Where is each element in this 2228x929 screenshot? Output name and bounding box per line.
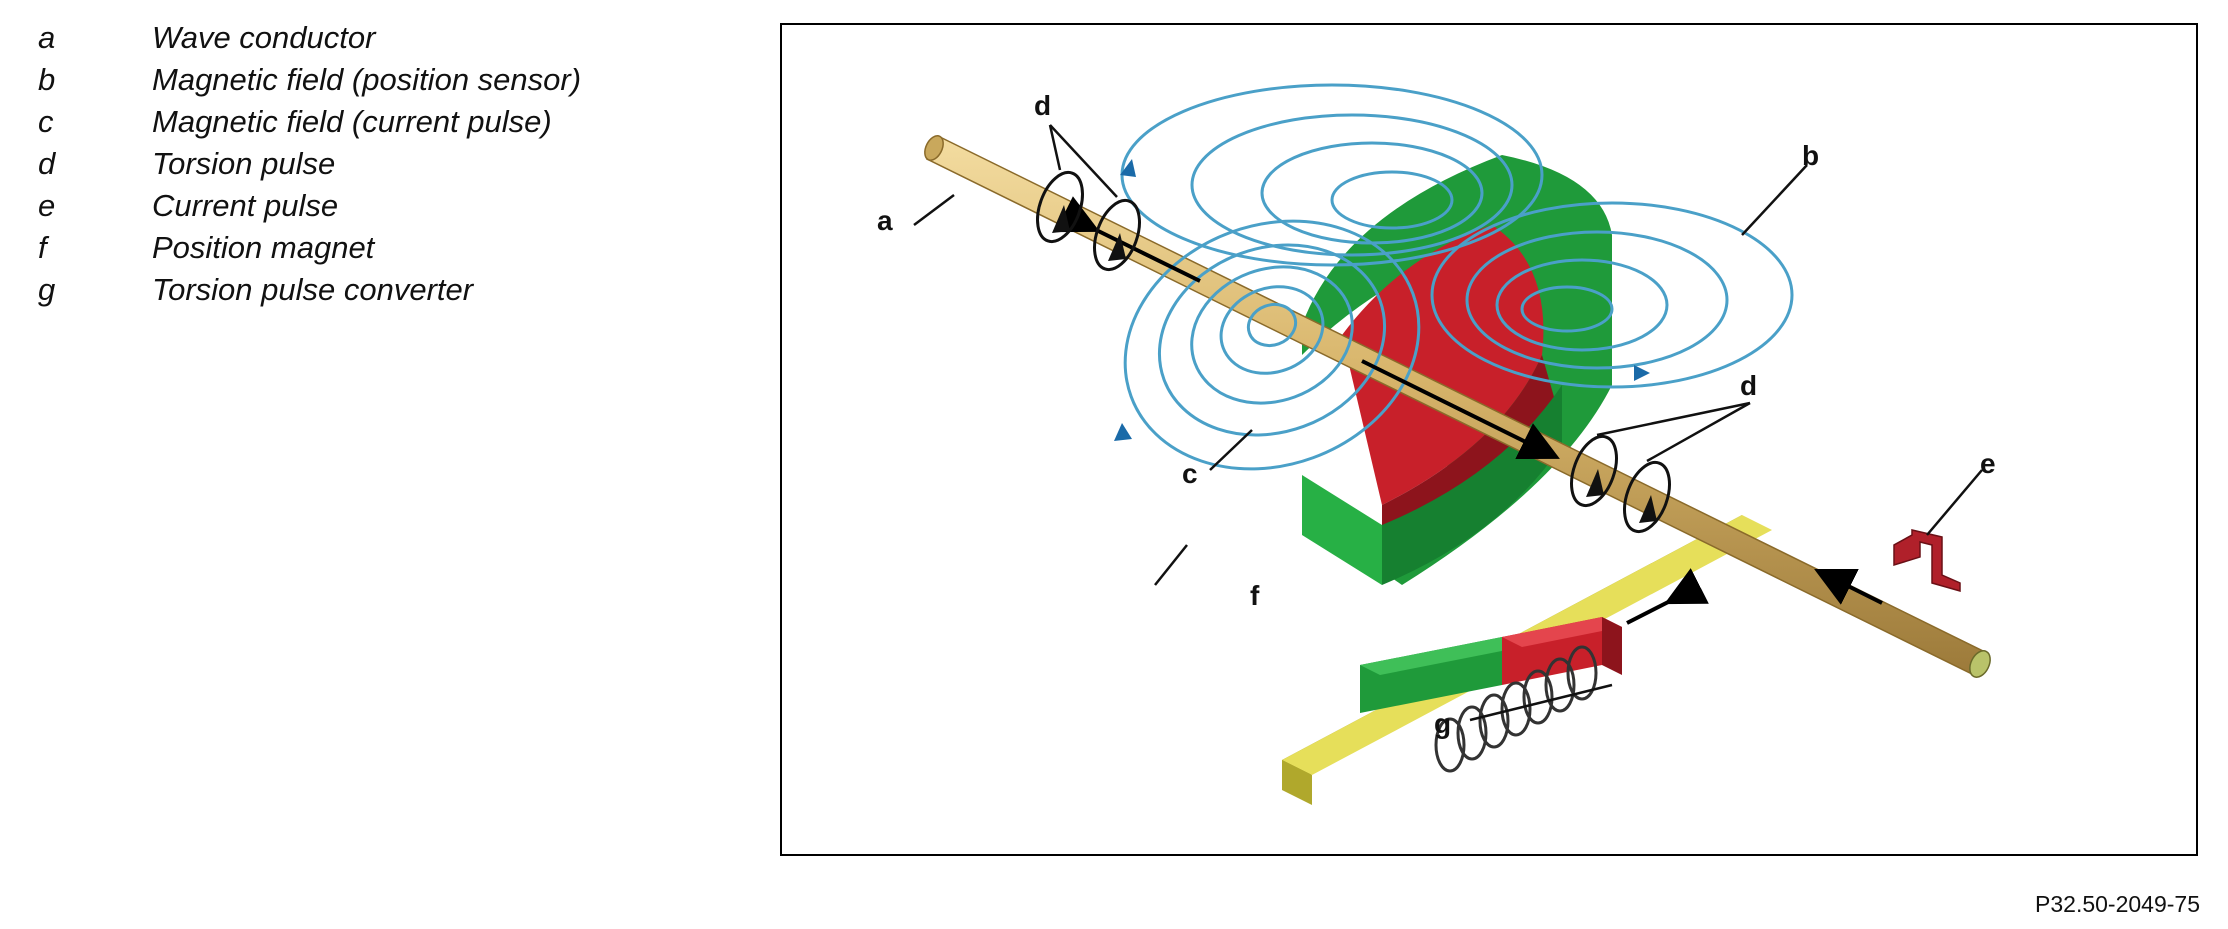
torsion-arrow-icon: [1639, 495, 1657, 523]
label-f: f: [1250, 580, 1260, 611]
current-pulse-marker: [1893, 529, 1961, 592]
field-arrow-icon: [1634, 365, 1650, 381]
converter-arrow: [1626, 568, 1709, 625]
label-g: g: [1434, 708, 1451, 739]
label-a: a: [877, 205, 893, 236]
legend-row-e: e Current pulse: [0, 185, 760, 227]
field-lines-c: [1123, 219, 1421, 471]
legend-row-f: f Position magnet: [0, 227, 760, 269]
legend-text: Magnetic field (current pulse): [152, 104, 552, 139]
torsion-arrow-icon: [1052, 205, 1070, 233]
label-e: e: [1980, 448, 1996, 479]
legend-row-c: c Magnetic field (current pulse): [0, 101, 760, 143]
legend-text: Magnetic field (position sensor): [152, 62, 582, 97]
torsion-arrow-icon: [1108, 233, 1126, 261]
legend-key: g: [38, 272, 56, 307]
legend-text: Position magnet: [152, 230, 375, 265]
torsion-loops-lower: [1570, 434, 1671, 534]
legend-key: a: [38, 20, 56, 55]
legend-key: d: [38, 146, 56, 181]
legend-row-g: g Torsion pulse converter: [0, 269, 760, 311]
rod-arrow: [1814, 569, 1883, 605]
label-b: b: [1802, 140, 1819, 171]
legend-text: Torsion pulse: [152, 146, 336, 181]
legend-key: e: [38, 188, 56, 223]
label-d-upper: d: [1034, 90, 1051, 121]
leader-lines: [913, 124, 1983, 722]
legend-key: c: [38, 104, 54, 139]
torsion-loops-upper: [1036, 170, 1141, 272]
legend-row-d: d Torsion pulse: [0, 143, 760, 185]
legend-row-b: b Magnetic field (position sensor): [0, 59, 760, 101]
field-arrow-icon: [1114, 423, 1132, 441]
legend-key: b: [38, 62, 56, 97]
torsion-arrow-icon: [1586, 469, 1604, 497]
legend-key: f: [38, 230, 47, 265]
sensor-diagram: a b c d d e f g: [877, 83, 1996, 805]
label-d-lower: d: [1740, 370, 1757, 401]
field-lines-b: [1120, 83, 1794, 389]
legend-text: Torsion pulse converter: [152, 272, 474, 307]
label-c: c: [1182, 458, 1198, 489]
coil: [1434, 645, 1598, 773]
field-arrow-icon: [1120, 159, 1136, 177]
legend-text: Wave conductor: [152, 20, 376, 55]
propagation-arrow: [1055, 196, 1201, 283]
converter-magnet: [1360, 617, 1622, 713]
reference-code: P32.50-2049-75: [2035, 891, 2200, 917]
legend-row-a: a Wave conductor: [0, 17, 760, 59]
legend-text: Current pulse: [152, 188, 339, 223]
diagram-frame: a b c d d e f g: [780, 23, 2198, 856]
propagation-arrow: [1361, 359, 1560, 460]
